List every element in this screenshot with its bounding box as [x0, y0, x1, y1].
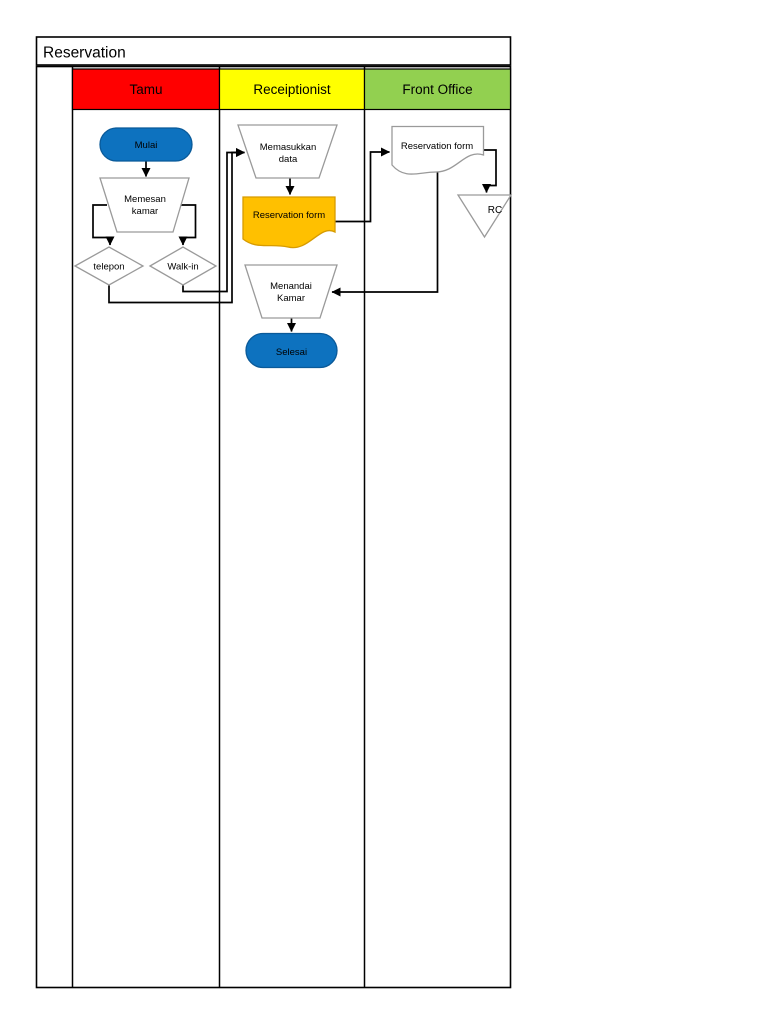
document-node-reservation-form-receiptionist: Reservation form [242, 196, 336, 249]
process-node-memesan-kamar: Memesan kamar [99, 177, 190, 233]
process-node-memesan-kamar-shape [99, 177, 190, 233]
lane-header-receiptionist-label: Receiptionist [253, 82, 331, 97]
start-node-mulai-label: Mulai [135, 140, 158, 151]
decision-node-walk-in-shape [148, 246, 218, 286]
memasukkan-data-label-line1: Memasukkan [260, 142, 317, 153]
document-node-reservation-form-receiptionist-shape [242, 196, 336, 249]
start-node-mulai-shape [99, 127, 193, 162]
lane-header-front-office-label: Front Office [402, 82, 472, 97]
start-node-mulai: Mulai [99, 127, 193, 162]
connector-reservation-form-to-front-office [335, 147, 390, 223]
decision-node-telepon: telepon [73, 246, 145, 286]
document-node-reservation-form-front-office: Reservation form [391, 125, 485, 175]
storage-node-rc-label: RC [488, 205, 502, 216]
memasukkan-data-label-line2: data [279, 154, 298, 165]
decision-node-telepon-shape [73, 246, 145, 286]
menandai-kamar-label-line2: Kamar [277, 293, 305, 304]
decision-node-walk-in: Walk-in [148, 246, 218, 286]
memesan-kamar-label-line2: kamar [132, 206, 158, 217]
lane-header-front-office: Front Office [363, 68, 512, 111]
process-node-menandai-kamar-shape [244, 264, 338, 319]
storage-node-rc-shape [456, 194, 513, 239]
connector-walk-in-to-memasukkan [182, 148, 245, 293]
end-node-selesai-label: Selesai [276, 347, 307, 358]
document-node-reservation-form-front-office-shape [391, 125, 485, 175]
decision-node-telepon-label: telepon [93, 262, 124, 273]
diagram-title-box [35, 36, 512, 66]
process-node-memasukkan-data: Memasukkan data [237, 124, 338, 179]
lane-header-tamu-label: Tamu [129, 82, 162, 97]
lane-header-receiptionist: Receiptionist [218, 68, 366, 111]
reservation-form-receiptionist-label: Reservation form [253, 210, 325, 221]
end-node-selesai-shape [245, 332, 338, 369]
lane-header-front-office-band [363, 68, 512, 111]
connector-reservation-form-to-rc [482, 149, 497, 193]
connector-memesan-to-walk-in [178, 204, 197, 246]
swimlane-table [35, 65, 512, 989]
menandai-kamar-label-line1: Menandai [270, 281, 312, 292]
connector-memesan-to-telepon [92, 204, 115, 246]
page-title: Reservation [43, 45, 126, 62]
memesan-kamar-label-line1: Memesan [124, 194, 166, 205]
process-node-menandai-kamar: Menandai Kamar [244, 264, 338, 319]
decision-node-walk-in-label: Walk-in [167, 262, 198, 273]
lane-header-tamu: Tamu [71, 68, 221, 111]
reservation-form-front-office-label: Reservation form [401, 141, 473, 152]
end-node-selesai: Selesai [245, 332, 338, 369]
connector-reservation-form-to-menandai [331, 171, 439, 297]
storage-node-rc: RC [456, 194, 513, 239]
lane-header-tamu-band [71, 68, 221, 111]
process-node-memasukkan-data-shape [237, 124, 338, 179]
